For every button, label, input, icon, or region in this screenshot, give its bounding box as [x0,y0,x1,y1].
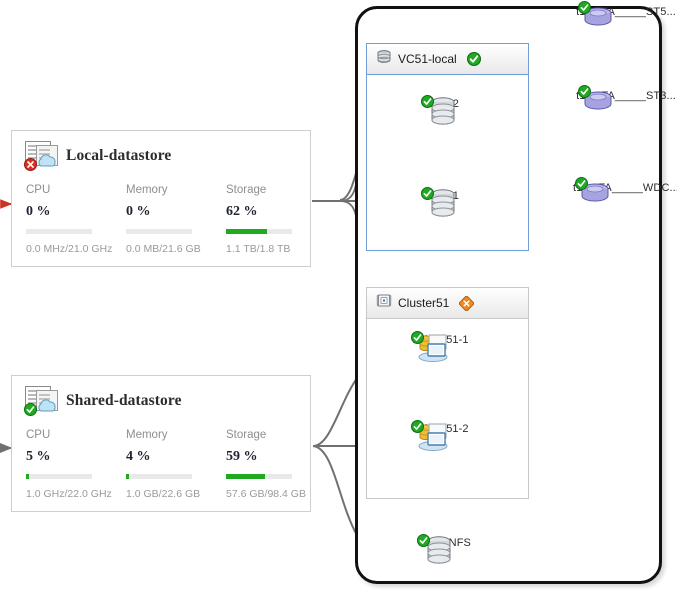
node-vc51-2[interactable]: VC51-2 [392,94,488,125]
metric-cpu: CPU 0 % 0.0 MHz/21.0 GHz [26,183,126,255]
cloud-icon [36,399,58,412]
node-vcloud51-1[interactable]: vCloud51-1 [392,330,488,362]
metric-label: Storage [226,184,267,196]
metric-bar [26,474,92,479]
metric-detail: 0.0 MHz/21.0 GHz [26,243,113,255]
disk-lun-icon [579,183,611,205]
metric-value: 59 % [226,449,258,464]
metric-bar [126,229,192,234]
metric-label: CPU [26,184,51,196]
green-check-badge-icon [575,177,589,190]
group-title: Cluster51 [398,296,450,310]
metric-row-local: CPU 0 % 0.0 MHz/21.0 GHz Memory 0 % 0.0 … [26,183,326,255]
metric-storage: Storage 62 % 1.1 TB/1.8 TB [226,183,326,255]
server-database-icon [430,97,456,126]
metric-label: Memory [126,184,168,196]
datastore-title: Shared-datastore [66,392,182,409]
group-vc51-local[interactable]: VC51-local [366,43,529,251]
green-check-badge-icon [417,534,430,547]
metric-value: 62 % [226,204,258,219]
device-wdc[interactable]: t10.ATA_____WDC... [571,177,677,202]
metric-row-shared: CPU 5 % 1.0 GHz/22.0 GHz Memory 4 % 1.0 … [26,428,326,500]
vcloud-vm-icon [416,421,450,452]
metric-label: CPU [26,429,51,441]
datastore-header-local: Local-datastore [24,141,171,171]
cloud-icon [36,154,58,167]
device-st3[interactable]: t10.ATA_____ST3... [571,85,677,110]
metric-memory: Memory 0 % 0.0 MB/21.6 GB [126,183,226,255]
metric-value: 0 % [126,204,151,219]
group-header: VC51-local [367,44,528,75]
metric-value: 5 % [26,449,51,464]
datastore-panel-shared[interactable]: Shared-datastore CPU 5 % 1.0 GHz/22.0 GH… [11,375,311,512]
metric-detail: 1.1 TB/1.8 TB [226,243,291,255]
metric-detail: 0.0 MB/21.6 GB [126,243,201,255]
datastore-icon [24,386,58,416]
metric-detail: 1.0 GHz/22.0 GHz [26,488,112,500]
metric-detail: 1.0 GB/22.6 GB [126,488,201,500]
metric-label: Storage [226,429,267,441]
device-st5[interactable]: t10.ATA_____ST5... [571,1,677,26]
red-x-badge-icon [24,158,37,171]
node-vc51-1[interactable]: VC51-1 [392,186,488,217]
metric-bar [126,474,192,479]
green-check-badge-icon [578,1,592,14]
metric-storage: Storage 59 % 57.6 GB/98.4 GB [226,428,326,500]
green-check-badge-icon [578,85,592,98]
green-check-badge-icon [421,187,435,200]
green-check-badge-icon [411,420,425,433]
vcloud-vm-icon [416,332,450,363]
group-cluster51[interactable]: Cluster51 [366,287,529,499]
node-vc51-nfs[interactable]: VC51-NFS [396,533,492,564]
server-database-icon [430,189,456,218]
datastore-icon [24,141,58,171]
metric-bar [226,474,292,479]
metric-bar [226,229,292,234]
metric-bar [26,229,92,234]
server-stack-icon [376,49,392,69]
datastore-header-shared: Shared-datastore [24,386,182,416]
node-vcloud51-2[interactable]: vCloud51-2 [392,419,488,451]
green-check-badge-icon [411,331,425,344]
orange-warning-diamond-icon [459,295,475,311]
metric-cpu: CPU 5 % 1.0 GHz/22.0 GHz [26,428,126,500]
cluster-icon [376,293,392,313]
metric-detail: 57.6 GB/98.4 GB [226,488,306,500]
group-header: Cluster51 [367,288,528,319]
metric-value: 4 % [126,449,151,464]
green-check-badge-icon [466,52,481,66]
datastore-panel-local[interactable]: Local-datastore CPU 0 % 0.0 MHz/21.0 GHz… [11,130,311,267]
metric-label: Memory [126,429,168,441]
metric-value: 0 % [26,204,51,219]
disk-lun-icon [582,7,614,29]
server-database-icon [426,536,452,565]
green-check-badge-icon [24,403,37,416]
metric-memory: Memory 4 % 1.0 GB/22.6 GB [126,428,226,500]
datastore-title: Local-datastore [66,147,172,164]
group-title: VC51-local [398,52,457,66]
disk-lun-icon [582,91,614,113]
green-check-badge-icon [421,95,435,108]
